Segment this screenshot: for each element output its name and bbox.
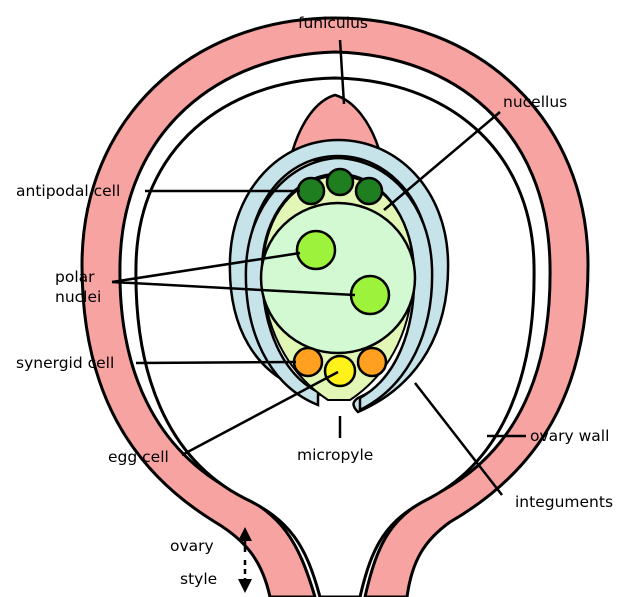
egg-cell	[325, 356, 355, 386]
antipodal-cell-middle	[327, 169, 353, 195]
polar-nucleus-upper	[297, 231, 335, 269]
style-arrow-head	[238, 579, 252, 593]
label-integuments: integuments	[515, 493, 613, 511]
label-polar-nuclei-1: polar	[55, 268, 95, 286]
label-funiculus: funiculus	[298, 14, 368, 32]
ovary-style-arrows	[238, 527, 252, 593]
label-ovary: ovary	[170, 537, 214, 555]
label-style: style	[180, 570, 217, 588]
label-nucellus: nucellus	[503, 93, 567, 111]
polar-nucleus-lower	[351, 276, 389, 314]
synergid-cell-left	[294, 348, 322, 376]
label-ovary-wall: ovary wall	[530, 427, 609, 445]
label-synergid-cell: synergid cell	[16, 354, 114, 372]
central-cell	[261, 203, 415, 353]
synergid-cell-right	[358, 348, 386, 376]
antipodal-cell-left	[298, 178, 324, 204]
label-micropyle: micropyle	[297, 446, 373, 464]
label-egg-cell: egg cell	[108, 448, 169, 466]
synergid-line	[136, 362, 296, 363]
antipodal-cell-right	[356, 178, 382, 204]
label-polar-nuclei-2: nuclei	[55, 288, 101, 306]
label-antipodal-cell: antipodal cell	[16, 182, 120, 200]
